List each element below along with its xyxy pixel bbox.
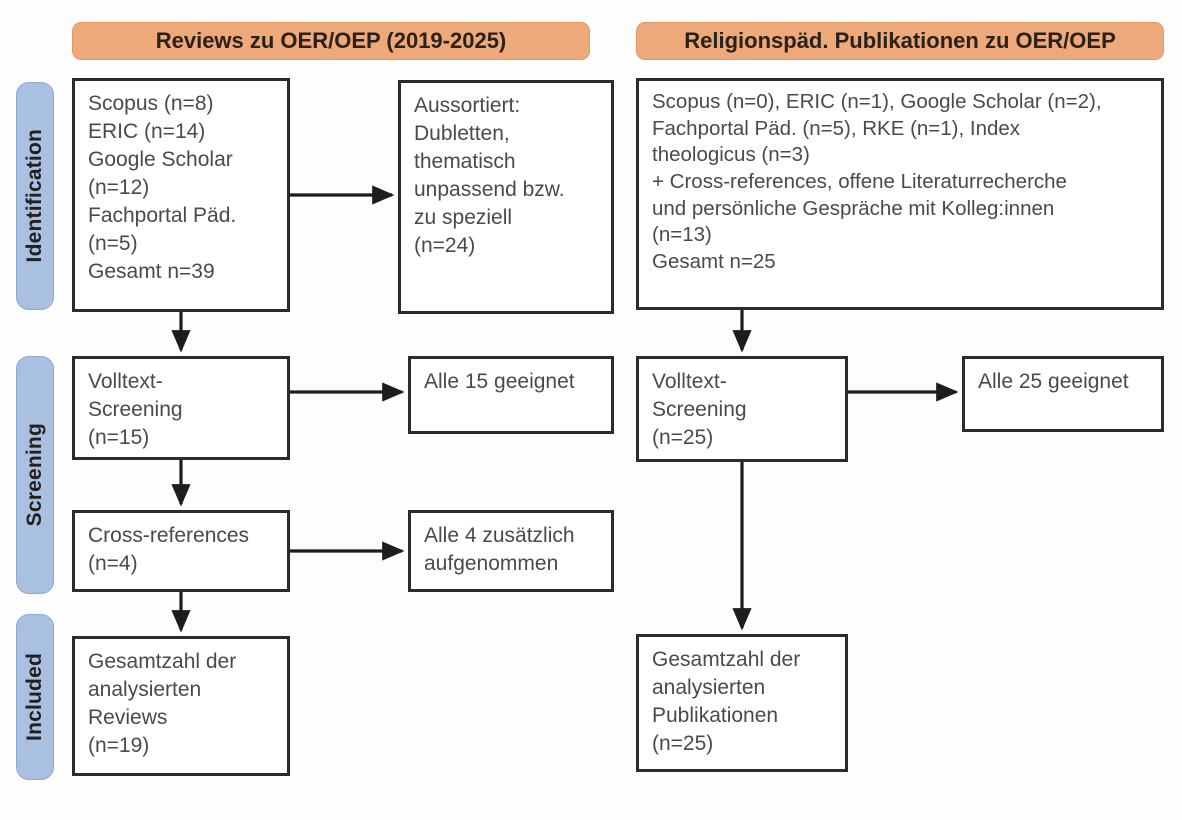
- phase-label-screening-text: Screening: [23, 423, 46, 527]
- phase-label-included-text: Included: [23, 653, 46, 741]
- box-left-cross-references-result: Alle 4 zusätzlich aufgenommen: [408, 510, 614, 592]
- phase-label-included: Included: [16, 614, 54, 780]
- box-left-sources: Scopus (n=8) ERIC (n=14) Google Scholar …: [72, 78, 290, 312]
- box-left-included-total: Gesamtzahl der analysierten Reviews (n=1…: [72, 636, 290, 776]
- phase-label-identification-text: Identification: [23, 129, 46, 263]
- column-header-reviews: Reviews zu OER/OEP (2019-2025): [72, 22, 590, 60]
- box-right-fulltext-result: Alle 25 geeignet: [962, 356, 1164, 432]
- box-right-fulltext-screening: Volltext- Screening (n=25): [636, 356, 848, 462]
- box-right-sources: Scopus (n=0), ERIC (n=1), Google Scholar…: [636, 78, 1164, 310]
- column-header-religionspaed: Religionspäd. Publikationen zu OER/OEP: [636, 22, 1164, 60]
- box-left-fulltext-result: Alle 15 geeignet: [408, 356, 614, 434]
- box-left-excluded: Aussortiert: Dubletten, thematisch unpas…: [398, 80, 614, 314]
- box-right-included-total: Gesamtzahl der analysierten Publikatione…: [636, 634, 848, 772]
- box-left-fulltext-screening: Volltext- Screening (n=15): [72, 356, 290, 460]
- box-left-cross-references: Cross-references (n=4): [72, 510, 290, 592]
- phase-label-identification: Identification: [16, 82, 54, 310]
- phase-label-screening: Screening: [16, 356, 54, 594]
